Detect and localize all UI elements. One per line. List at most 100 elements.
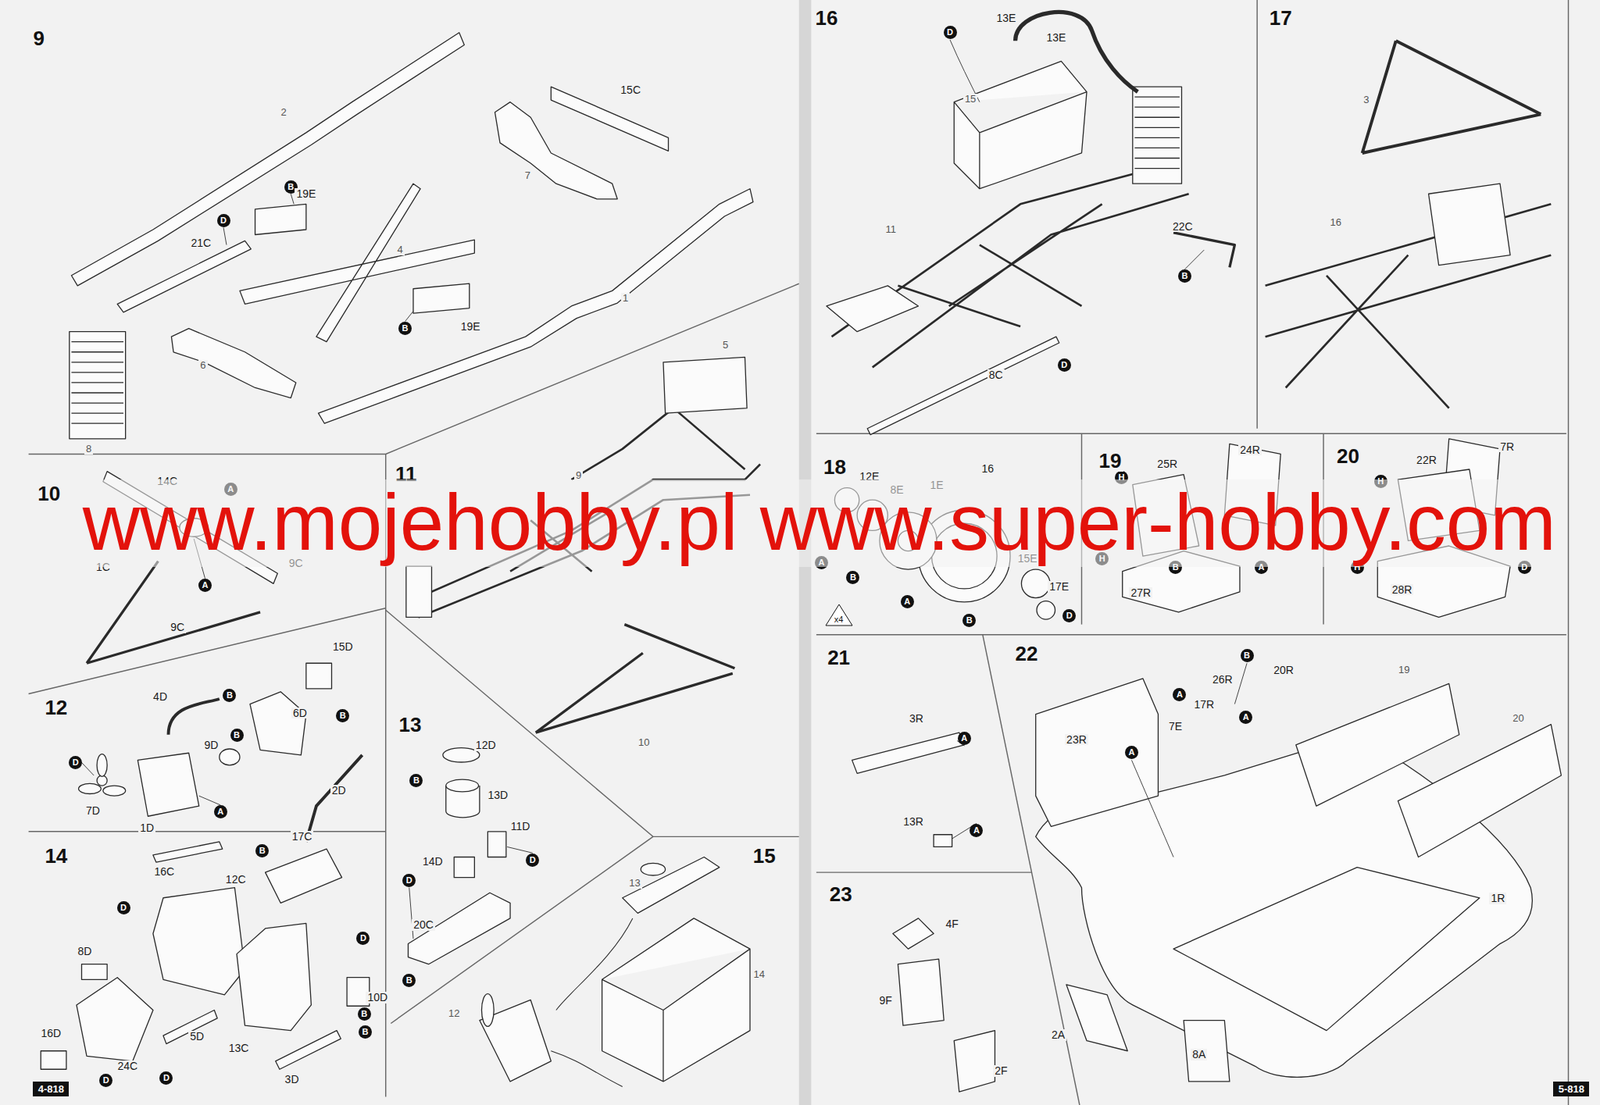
callout-text: A (202, 581, 209, 590)
subassembly-number: 12 (446, 1008, 461, 1020)
callout-letter: B (357, 1007, 372, 1022)
crossmember (550, 86, 668, 151)
part-number: 22C (1171, 221, 1195, 233)
part-number: 9C (168, 621, 186, 634)
step-number: 18 (821, 457, 848, 479)
fan-blade (103, 785, 126, 797)
part-number: 20R (1271, 664, 1296, 677)
step-number: 20 (1335, 446, 1361, 468)
part-number: 27R (1128, 587, 1153, 600)
pedal (892, 918, 934, 950)
dashboard (1035, 678, 1159, 827)
callout-letter: A (198, 578, 212, 593)
subassembly-number: 1 (621, 292, 630, 304)
page-number: 5-818 (1553, 1082, 1590, 1097)
part-number: 15C (618, 84, 643, 97)
callout-text: D (1066, 611, 1073, 621)
pump (219, 749, 240, 766)
leader-line (507, 846, 533, 854)
part-number: 19E (459, 321, 483, 333)
leader-line (290, 193, 294, 204)
callout-letter: A (969, 824, 983, 838)
part-number: 12D (474, 739, 498, 752)
carburettor (453, 857, 475, 879)
callout-letter: B (402, 974, 416, 988)
front-axle (535, 625, 736, 733)
panel-border (816, 433, 1567, 435)
subassembly-number: 5 (721, 339, 730, 351)
part-number: 23R (1064, 734, 1089, 747)
frame-part (897, 959, 944, 1026)
small-part (933, 835, 953, 848)
block-half (153, 888, 246, 996)
part-number: 7R (1498, 441, 1516, 454)
part-number: 19E (294, 188, 318, 200)
leader-line (223, 227, 227, 245)
radiator (69, 332, 126, 440)
rod (867, 336, 1060, 435)
callout-text: D (103, 1076, 110, 1086)
carburettor (487, 832, 507, 858)
subassembly-number: 6 (198, 360, 208, 372)
leader-line (950, 39, 980, 103)
part-number: 11D (509, 821, 533, 833)
part-number: 3D (283, 1074, 301, 1086)
callout-text: B (233, 731, 240, 740)
callout-text: D (120, 903, 127, 913)
radiator-fins (1134, 96, 1179, 168)
part-number: 2F (992, 1065, 1009, 1078)
panel-border (1567, 0, 1569, 1105)
radiator-fins (71, 342, 124, 425)
part-number: 13D (486, 789, 511, 802)
callout-text: A (1176, 690, 1183, 700)
callout-text: B (966, 616, 973, 625)
callout-text: B (1181, 271, 1188, 281)
callout-letter: B (1240, 649, 1254, 663)
callout-letter: B (222, 689, 236, 703)
guide-line (550, 918, 633, 1088)
part-number: 3R (907, 713, 925, 725)
callout-letter: D (99, 1074, 113, 1088)
part-number: 20C (411, 919, 436, 932)
intake-manifold (622, 857, 720, 915)
engine (953, 60, 1087, 189)
callout-letter: B (398, 321, 412, 336)
part-number: 13R (901, 816, 925, 829)
callout-letter: B (962, 614, 976, 628)
part-number: 16C (152, 866, 176, 879)
bar-part (153, 842, 341, 1070)
subassembly-number: 3 (1361, 94, 1371, 106)
panel-border (28, 831, 386, 833)
leader-line (1184, 250, 1204, 270)
watermark: www.mojehobby.pl www.super-hobby.com (82, 479, 1557, 568)
callout-text: B (360, 1010, 368, 1019)
callout-letter: D (1062, 609, 1076, 623)
part-number: 22R (1414, 454, 1439, 467)
intake-manifold (407, 892, 511, 965)
callout-letter: B (358, 1025, 372, 1040)
part-number: 7D (84, 805, 102, 818)
x-member (239, 183, 475, 343)
small-part (40, 964, 108, 1071)
callout-letter: A (214, 805, 228, 819)
panel-border (28, 608, 386, 695)
panel-border (28, 0, 1569, 1105)
leader-line (1131, 760, 1174, 858)
quantity-triangle: x4 (825, 603, 854, 627)
hub-cap (1021, 569, 1050, 599)
small-part (953, 1031, 995, 1093)
callout-letter: D (1057, 358, 1072, 372)
callout-text: x4 (834, 615, 844, 625)
callout-text: A (973, 826, 980, 836)
subassembly-number: 4 (395, 244, 404, 256)
step-number: 17 (1267, 7, 1294, 29)
callout-letter: D (117, 901, 131, 915)
part-number: 8A (1190, 1049, 1208, 1061)
part-number: 16D (39, 1028, 63, 1040)
callout-text: B (413, 776, 420, 786)
part-number: 5D (188, 1031, 206, 1043)
timing-cover (137, 753, 199, 817)
air-filter (640, 863, 665, 876)
part-number: 14D (421, 856, 445, 868)
callout-text: D (529, 856, 536, 865)
